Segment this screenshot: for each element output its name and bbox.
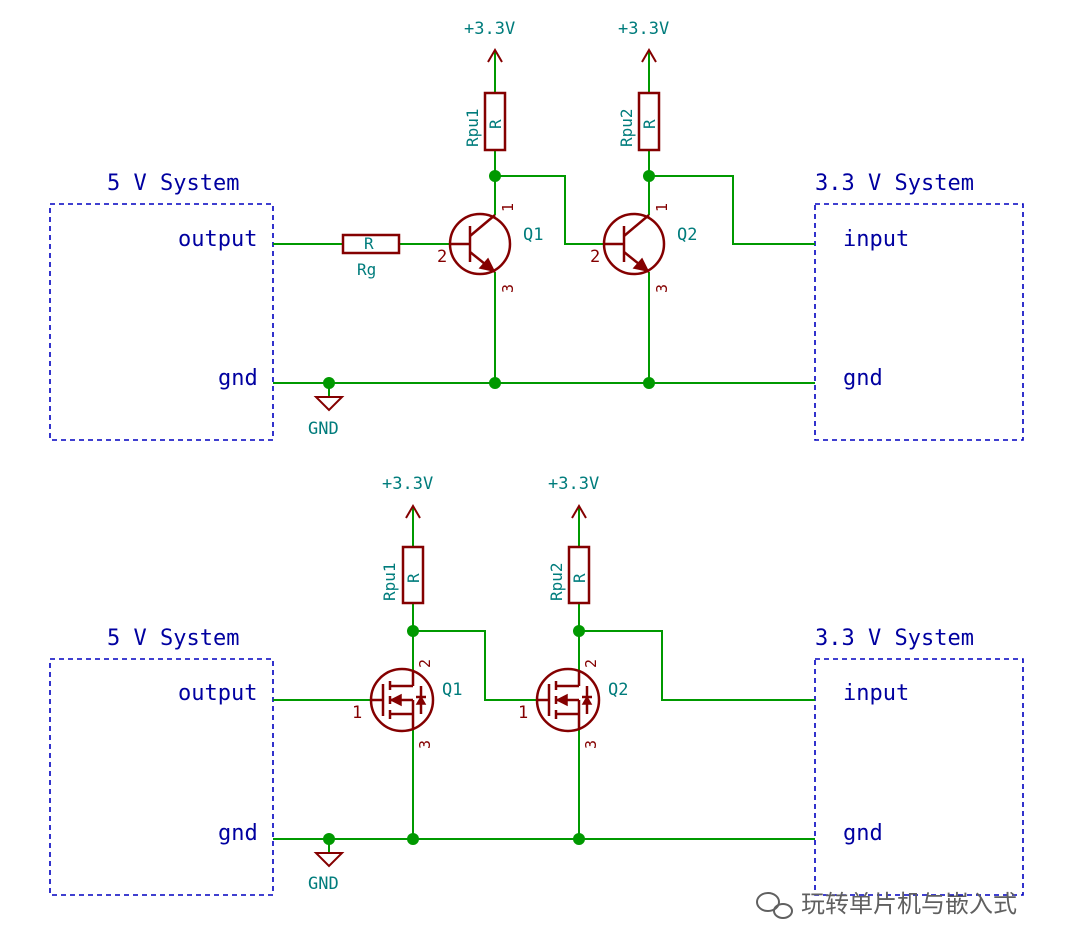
pullup1-value: R bbox=[486, 119, 505, 129]
q1-source-pin: 3 bbox=[416, 740, 434, 749]
gate-resistor-value: R bbox=[364, 234, 374, 253]
ground-symbol bbox=[313, 396, 345, 412]
right-input-label: input bbox=[843, 681, 909, 706]
q1-ref: Q1 bbox=[442, 680, 462, 700]
q2-gate-pin: 1 bbox=[518, 703, 528, 723]
bjt-level-shifter: 5 V System output gnd 3.3 V System input… bbox=[49, 19, 1024, 441]
supply1-label: +3.3V bbox=[382, 474, 433, 494]
wires bbox=[273, 52, 815, 397]
left-gnd-label: gnd bbox=[218, 366, 258, 391]
junction-dot bbox=[643, 377, 655, 389]
q2-ref: Q2 bbox=[608, 680, 628, 700]
q2-collector-pin: 1 bbox=[653, 203, 671, 212]
junction-dot bbox=[323, 377, 335, 389]
right-gnd-label: gnd bbox=[843, 366, 883, 391]
q2-emitter-pin: 3 bbox=[653, 284, 671, 293]
ground-label: GND bbox=[308, 874, 339, 894]
junction-dot bbox=[407, 625, 419, 637]
junction-dot bbox=[489, 170, 501, 182]
left-system-title: 5 V System bbox=[107, 626, 239, 651]
q2-nmos-transistor bbox=[535, 667, 601, 733]
left-system-box bbox=[49, 203, 274, 441]
supply2-label: +3.3V bbox=[548, 474, 599, 494]
mosfet-level-shifter: 5 V System output gnd 3.3 V System input… bbox=[49, 474, 1024, 896]
pullup1-name: Rpu1 bbox=[463, 108, 482, 147]
q2-source-pin: 3 bbox=[582, 740, 600, 749]
left-output-label: output bbox=[178, 227, 257, 252]
supply1-label: +3.3V bbox=[464, 19, 515, 39]
pullup2-value: R bbox=[570, 573, 589, 583]
right-input-label: input bbox=[843, 227, 909, 252]
junction-dot bbox=[323, 833, 335, 845]
gate-resistor-symbol bbox=[341, 233, 401, 255]
q1-base-pin: 2 bbox=[437, 247, 447, 267]
junction-dot bbox=[489, 377, 501, 389]
right-system-title: 3.3 V System bbox=[815, 171, 974, 196]
right-system-box bbox=[814, 203, 1024, 441]
pullup2-name: Rpu2 bbox=[617, 108, 636, 147]
q2-base-pin: 2 bbox=[590, 247, 600, 267]
q1-gate-pin: 1 bbox=[352, 703, 362, 723]
junction-dot bbox=[643, 170, 655, 182]
pullup2-name: Rpu2 bbox=[547, 562, 566, 601]
wechat-icon bbox=[756, 892, 793, 919]
left-gnd-label: gnd bbox=[218, 821, 258, 846]
q1-ref: Q1 bbox=[523, 225, 543, 245]
pullup1-value: R bbox=[404, 573, 423, 583]
pullup2-value: R bbox=[640, 119, 659, 129]
junction-dot bbox=[573, 625, 585, 637]
left-system-title: 5 V System bbox=[107, 171, 239, 196]
pullup2-resistor-symbol bbox=[567, 545, 591, 605]
pullup1-resistor-symbol bbox=[483, 91, 507, 152]
q2-ref: Q2 bbox=[677, 225, 697, 245]
right-gnd-label: gnd bbox=[843, 821, 883, 846]
pullup1-resistor-symbol bbox=[401, 545, 425, 605]
q1-collector-pin: 1 bbox=[499, 203, 517, 212]
supply2-label: +3.3V bbox=[618, 19, 669, 39]
left-output-label: output bbox=[178, 681, 257, 706]
watermark: 玩转单片机与嵌入式 bbox=[756, 890, 1017, 919]
q1-drain-pin: 2 bbox=[416, 659, 434, 668]
watermark-text: 玩转单片机与嵌入式 bbox=[801, 890, 1017, 918]
ground-symbol bbox=[313, 852, 345, 868]
q2-npn-transistor bbox=[602, 212, 666, 276]
q1-emitter-pin: 3 bbox=[499, 284, 517, 293]
pullup1-name: Rpu1 bbox=[380, 562, 399, 601]
pullup2-resistor-symbol bbox=[637, 91, 661, 152]
right-system-box bbox=[814, 658, 1024, 896]
junction-dot bbox=[573, 833, 585, 845]
left-system-box bbox=[49, 658, 274, 896]
q2-drain-pin: 2 bbox=[582, 659, 600, 668]
q1-nmos-transistor bbox=[369, 667, 435, 733]
wires bbox=[273, 508, 815, 853]
gate-resistor-name: Rg bbox=[357, 260, 376, 279]
right-system-title: 3.3 V System bbox=[815, 626, 974, 651]
junction-dot bbox=[407, 833, 419, 845]
ground-label: GND bbox=[308, 419, 339, 439]
q1-npn-transistor bbox=[448, 212, 512, 276]
